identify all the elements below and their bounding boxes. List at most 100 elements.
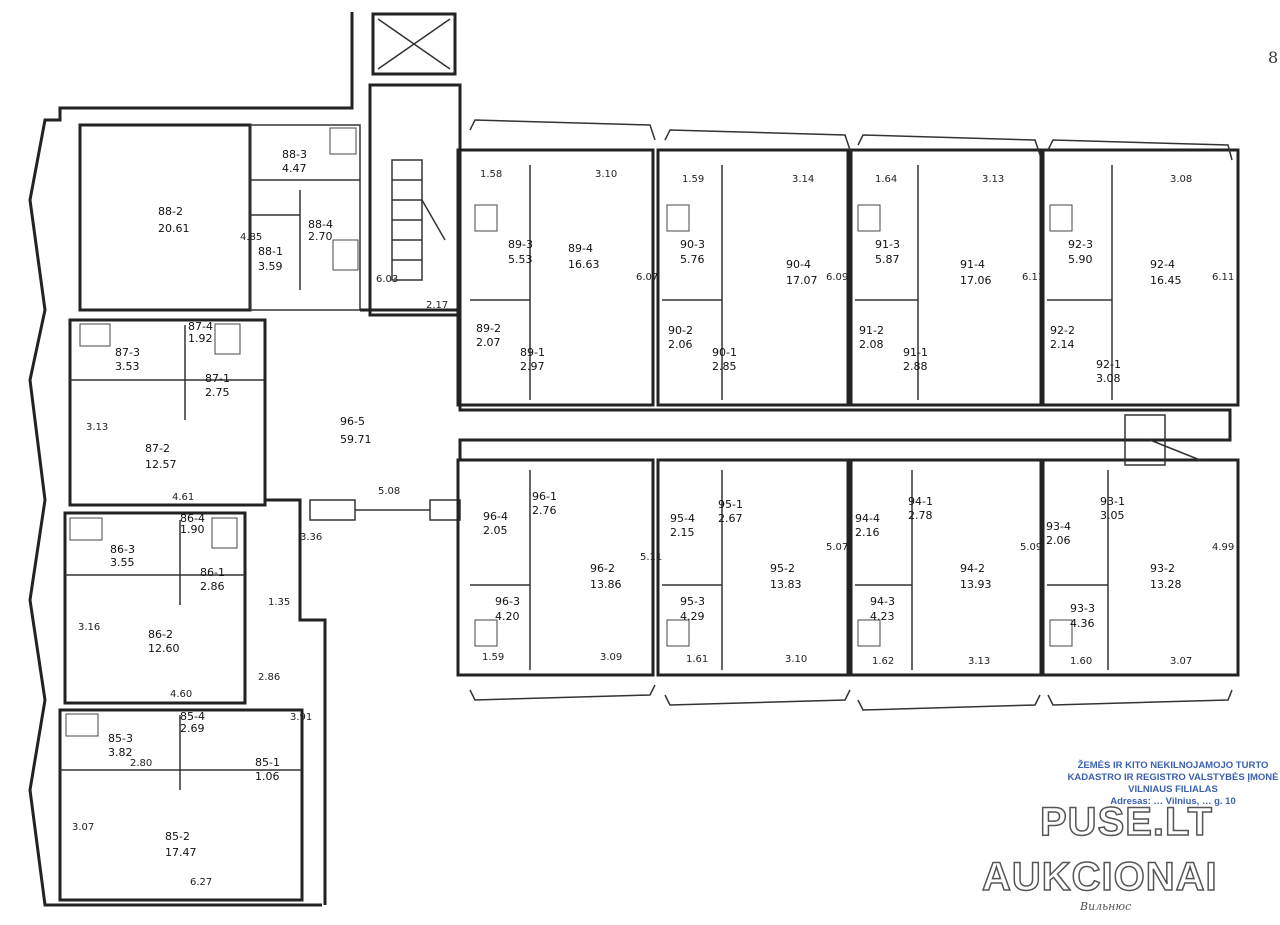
room-area: 5.87	[875, 253, 900, 266]
room-id: 91-4	[960, 258, 985, 271]
watermark-line: AUKCIONAI	[981, 854, 1218, 900]
dimension-label: 2.80	[130, 758, 152, 769]
room-area: 2.78	[908, 509, 933, 522]
dimension-label: 5.09	[1020, 542, 1042, 553]
room-id: 90-3	[680, 238, 705, 251]
dimension-label: 1.60	[1070, 656, 1092, 667]
dimension-label: 1.35	[268, 597, 290, 608]
room-id: 91-3	[875, 238, 900, 251]
room-area: 17.06	[960, 274, 992, 287]
room-id: 89-2	[476, 322, 501, 335]
room-area: 2.67	[718, 512, 743, 525]
room-area: 16.45	[1150, 274, 1182, 287]
room-area: 2.14	[1050, 338, 1075, 351]
room-id: 86-2	[148, 628, 173, 641]
room-id: 86-4	[180, 512, 205, 525]
room-area: 2.75	[205, 386, 230, 399]
room-id: 88-2	[158, 205, 183, 218]
stamp-line: KADASTRO IR REGISTRO VALSTYBĖS ĮMONĖ	[1067, 772, 1279, 783]
room-id: 90-2	[668, 324, 693, 337]
room-area: 2.76	[532, 504, 557, 517]
room-id: 85-3	[108, 732, 133, 745]
room-id: 90-4	[786, 258, 811, 271]
dimension-labels: 2.17 5.08 1.35 3.36 6.03 4.61 4.60 6.27 …	[72, 169, 1234, 888]
room-area: 4.29	[680, 610, 705, 623]
stamp-line: ŽEMĖS IR KITO NEKILNOJAMOJO TURTO	[1077, 760, 1269, 771]
room-area: 59.71	[340, 433, 372, 446]
room-area: 3.55	[110, 556, 135, 569]
room-id: 91-2	[859, 324, 884, 337]
dimension-label: 3.16	[78, 622, 100, 633]
dimension-label: 3.10	[785, 654, 807, 665]
room-area: 20.61	[158, 222, 190, 235]
room-id: 96-3	[495, 595, 520, 608]
room-area: 12.60	[148, 642, 180, 655]
stamp-line: Adresas: … Vilnius, … g. 10	[1110, 796, 1236, 807]
signature-text: Вильнюс	[1080, 900, 1132, 913]
dimension-label: 3.07	[1170, 656, 1192, 667]
dimension-label: 6.11	[1212, 272, 1234, 283]
dimension-label: 1.59	[482, 652, 504, 663]
dimension-label: 6.07	[636, 272, 658, 283]
room-id: 96-1	[532, 490, 557, 503]
room-id: 95-1	[718, 498, 743, 511]
room-area: 2.05	[483, 524, 508, 537]
room-id: 85-2	[165, 830, 190, 843]
room-area: 4.20	[495, 610, 520, 623]
dimension-label: 6.11	[1022, 272, 1044, 283]
room-area: 1.90	[180, 523, 205, 536]
room-id: 95-2	[770, 562, 795, 575]
dimension-label: 1.58	[480, 169, 502, 180]
room-area: 13.86	[590, 578, 622, 591]
registry-stamp: ŽEMĖS IR KITO NEKILNOJAMOJO TURTO KADAST…	[1066, 760, 1280, 808]
dimension-label: 4.61	[172, 492, 194, 503]
room-id: 85-1	[255, 756, 280, 769]
room-id: 92-3	[1068, 238, 1093, 251]
room-area: 4.36	[1070, 617, 1095, 630]
room-area: 12.57	[145, 458, 177, 471]
dimension-label: 1.59	[682, 174, 704, 185]
room-area: 5.76	[680, 253, 705, 266]
room-id: 88-3	[282, 148, 307, 161]
dimension-label: 5.11	[640, 552, 662, 563]
room-area: 16.63	[568, 258, 600, 271]
room-area: 2.69	[180, 722, 205, 735]
room-area: 2.06	[1046, 534, 1071, 547]
dimension-label: 3.10	[595, 169, 617, 180]
page-number: 8	[1268, 48, 1279, 67]
room-id: 95-4	[670, 512, 695, 525]
room-id: 88-1	[258, 245, 283, 258]
room-area: 17.07	[786, 274, 818, 287]
dimension-label: 3.13	[982, 174, 1004, 185]
dimension-label: 3.36	[300, 532, 322, 543]
room-area: 2.06	[668, 338, 693, 351]
room-id: 88-4	[308, 218, 333, 231]
room-id: 89-1	[520, 346, 545, 359]
room-area: 3.82	[108, 746, 133, 759]
stamp-line: VILNIAUS FILIALAS	[1128, 784, 1218, 795]
dimension-label: 4.85	[240, 232, 262, 243]
dimension-label: 1.64	[875, 174, 897, 185]
room-area: 2.86	[200, 580, 225, 593]
room-id: 90-1	[712, 346, 737, 359]
room-area: 13.28	[1150, 578, 1182, 591]
room-id: 86-1	[200, 566, 225, 579]
dimension-label: 6.09	[826, 272, 848, 283]
dimension-label: 6.03	[376, 274, 398, 285]
dimension-label: 3.09	[600, 652, 622, 663]
room-area: 5.53	[508, 253, 533, 266]
room-id: 96-2	[590, 562, 615, 575]
room-area: 17.47	[165, 846, 197, 859]
room-id: 87-1	[205, 372, 230, 385]
room-id: 96-4	[483, 510, 508, 523]
room-id: 92-1	[1096, 358, 1121, 371]
room-area: 2.88	[903, 360, 928, 373]
room-id: 94-4	[855, 512, 880, 525]
room-area: 13.93	[960, 578, 992, 591]
dimension-label: 6.27	[190, 877, 212, 888]
dimension-label: 3.13	[968, 656, 990, 667]
room-labels: 88-220.61 88-34.47 88-42.70 88-13.59 87-…	[108, 148, 1182, 859]
dimension-label: 3.08	[1170, 174, 1192, 185]
room-id: 86-3	[110, 543, 135, 556]
